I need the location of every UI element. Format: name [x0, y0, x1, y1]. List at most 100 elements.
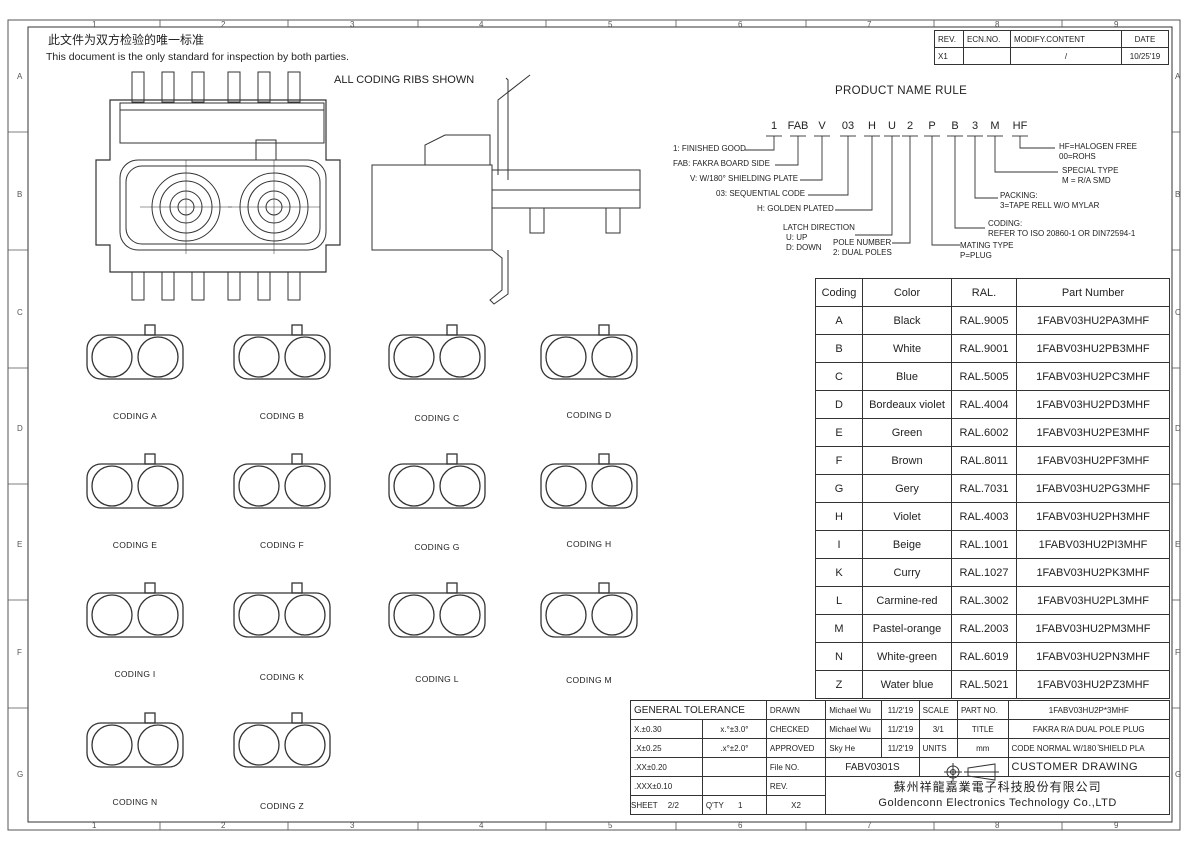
coding-shape: [233, 453, 331, 509]
inner-frame: [27, 26, 1173, 823]
cell-coding: G: [815, 474, 863, 503]
coding-caption: CODING I: [114, 669, 156, 679]
coding-shape: [86, 712, 184, 768]
coding-shape: [540, 453, 638, 509]
frame-label: A: [17, 72, 23, 81]
note-packing-value: 3=TAPE RELL W/O MYLAR: [1000, 201, 1100, 210]
coding-caption: CODING Z: [260, 801, 304, 811]
cell-coding: A: [815, 306, 863, 335]
ang-1: x.°±3.0°: [701, 719, 767, 739]
drawn-label: DRAWN: [765, 700, 827, 720]
inspection-note-en: This document is the only standard for i…: [46, 51, 349, 63]
drawn-by: Michael Wu: [825, 700, 883, 720]
file-no-label: File NO.: [765, 757, 827, 777]
cell-ral: RAL.7031: [951, 474, 1017, 503]
coding-shape: [388, 582, 486, 638]
checked-by: Michael Wu: [825, 719, 883, 739]
cell-color: Pastel-orange: [862, 614, 952, 643]
cell-color: Bordeaux violet: [862, 390, 952, 419]
frame-label: C: [17, 308, 23, 317]
cell-coding: L: [815, 586, 863, 615]
note-mating-title: MATING TYPE: [960, 241, 1014, 250]
approved-label: APPROVED: [765, 738, 827, 758]
cell-color: White-green: [862, 642, 952, 671]
qty-label: Q'TY: [705, 800, 724, 810]
cell-color: Violet: [862, 502, 952, 531]
frame-label: B: [17, 190, 23, 199]
cell-ral: RAL.4003: [951, 502, 1017, 531]
coding-shape: [233, 712, 331, 768]
cell-color: Blue: [862, 362, 952, 391]
cell-ral: RAL.6019: [951, 642, 1017, 671]
coding-shapes: [86, 324, 638, 768]
tol-4: .XXX±0.10: [630, 776, 703, 796]
cell-ral: RAL.9001: [951, 334, 1017, 363]
cell-ral: RAL.1001: [951, 530, 1017, 559]
frame-label: 8: [995, 20, 1000, 29]
coding-caption: CODING D: [566, 410, 612, 420]
cell-part-number: 1FABV03HU2PZ3MHF: [1016, 670, 1170, 699]
cell-color: Carmine-red: [862, 586, 952, 615]
frame-label: 7: [867, 821, 872, 830]
tol-1: X.±0.30: [630, 719, 703, 739]
product-code-segment: 3: [971, 120, 979, 132]
company-name-cn: 蘇州祥龍嘉業電子科技股份有限公司: [893, 780, 1102, 795]
note-halogen-title: HF=HALOGEN FREE: [1059, 142, 1138, 151]
cell-ral: RAL.4004: [951, 390, 1017, 419]
cell-coding: C: [815, 362, 863, 391]
cell-ral: RAL.9005: [951, 306, 1017, 335]
blank-cell: [701, 776, 767, 796]
frame-label: 5: [608, 20, 613, 29]
cell-part-number: 1FABV03HU2PG3MHF: [1016, 474, 1170, 503]
product-code-segment: H: [868, 120, 876, 132]
col-ral: RAL.: [951, 278, 1017, 307]
cell-color: Black: [862, 306, 952, 335]
frame-label: 3: [350, 821, 355, 830]
cell-coding: H: [815, 502, 863, 531]
cell-part-number: 1FABV03HU2PB3MHF: [1016, 334, 1170, 363]
cell-ral: RAL.1027: [951, 558, 1017, 587]
product-code-segment: 03: [841, 120, 855, 132]
revision-table: REV. ECN.NO. MODIFY.CONTENT DATE X1 / 10…: [934, 30, 1169, 65]
note-special-title: SPECIAL TYPE: [1062, 166, 1119, 175]
note-latch-title: LATCH DIRECTION: [783, 223, 855, 232]
product-code-segment: B: [951, 120, 959, 132]
frame-label: 5: [608, 821, 613, 830]
frame-label: A: [1175, 72, 1181, 81]
product-code-segment: U: [888, 120, 896, 132]
part-no-label: PART NO.: [956, 700, 1009, 720]
cell-coding: I: [815, 530, 863, 559]
inspection-note-cn: 此文件为双方检验的唯一标准: [48, 33, 205, 47]
coding-caption: CODING G: [414, 542, 460, 552]
cell-coding: E: [815, 418, 863, 447]
note-fab: FAB: FAKRA BOARD SIDE: [673, 159, 770, 168]
coding-caption: CODING B: [259, 411, 305, 421]
frame-label: E: [1175, 540, 1181, 549]
cell-coding: F: [815, 446, 863, 475]
frame-label: 7: [867, 20, 872, 29]
cell-ral: RAL.2003: [951, 614, 1017, 643]
name-rule-leaders: [745, 135, 1058, 246]
qty-value: 1: [737, 800, 743, 810]
connector-front-view: [95, 71, 341, 301]
col-coding: Coding: [815, 278, 863, 307]
general-tolerance: GENERAL TOLERANCE: [630, 700, 767, 720]
sheet-label: SHEET: [631, 800, 658, 810]
note-packing-title: PACKING:: [1000, 191, 1038, 200]
tol-3: .XX±0.20: [630, 757, 703, 777]
cell-part-number: 1FABV03HU2PF3MHF: [1016, 446, 1170, 475]
frame-label: 4: [479, 20, 484, 29]
product-code-segment: FAB: [787, 120, 809, 132]
rev-header: REV.: [934, 30, 964, 48]
units-value: mm: [956, 738, 1009, 758]
units-label: UNITS: [918, 738, 958, 758]
product-code-segment: 1: [770, 120, 778, 132]
